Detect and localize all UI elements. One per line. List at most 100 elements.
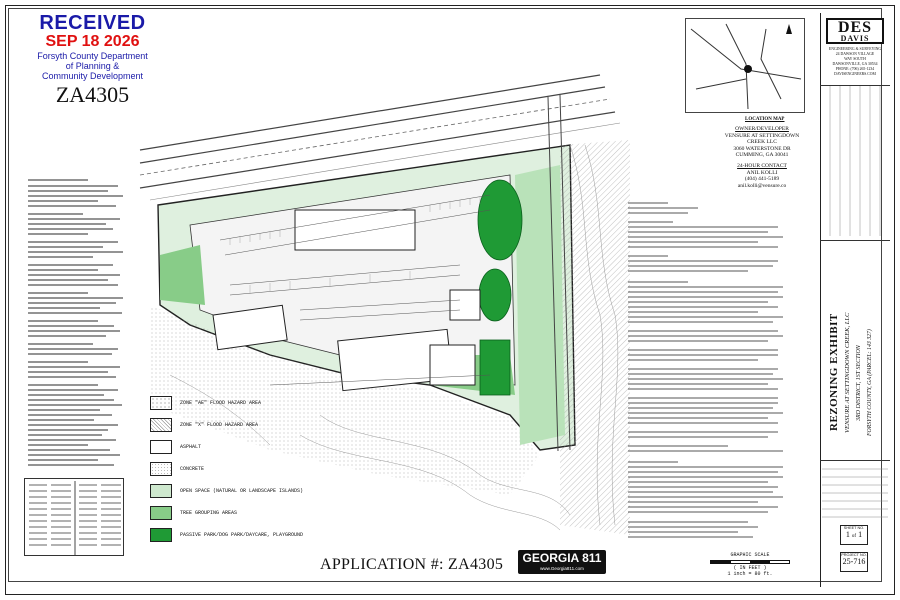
firm-address2: WAY SOUTH: [844, 57, 866, 61]
drawing-info-lines: [822, 468, 888, 518]
revision-table-lines: [829, 86, 881, 236]
legend-item-zone-ae: ZONE "AE" FLOOD HAZARD AREA: [150, 392, 310, 414]
firm-address: ENGINEERING & SURVEYING 24 DAWSON VILLAG…: [822, 47, 888, 77]
passive-park-middle: [478, 268, 512, 322]
passive-park-south: [479, 339, 511, 396]
building-a: [294, 209, 416, 251]
contact-block: 24-HOUR CONTACT ANIL KOLLI (404) 441-518…: [712, 163, 812, 189]
tree-grouping-west: [160, 245, 205, 305]
topo-contours: [169, 144, 619, 531]
flood-zone-x: [560, 140, 630, 535]
flood-zone-ae: [150, 305, 540, 495]
sheet-num: 1: [845, 530, 850, 539]
legend-label: ZONE "AE" FLOOD HAZARD AREA: [180, 400, 262, 406]
sheet-border: [8, 8, 882, 582]
sheet-title: REZONING EXHIBIT: [828, 313, 840, 431]
project-county: FORSYTH COUNTY, GA (PARCEL: 143 327): [867, 329, 873, 436]
location-map-svg: [690, 23, 802, 110]
building-b: [212, 304, 288, 351]
project-name: VENSURE AT SETTINGDOWN CREEK, LLC: [844, 312, 851, 433]
legend-item-concrete: CONCRETE: [150, 458, 310, 480]
stamp-case-number: ZA4305: [55, 82, 130, 107]
stamp-agency-line3: Community Development: [41, 71, 144, 81]
legend-swatch-asphalt: [150, 440, 172, 454]
legend-swatch-tree-grouping: [150, 506, 172, 520]
tree-grouping-east: [515, 165, 565, 445]
logo-des: DES: [837, 19, 873, 36]
application-number: APPLICATION #: ZA4305: [320, 556, 504, 573]
legend-item-zone-x: ZONE "X" FLOOD HAZARD AREA: [150, 414, 310, 436]
contact-email: anil.kolli@vensure.co: [737, 182, 787, 189]
owner-label: OWNER/DEVELOPER: [735, 126, 789, 132]
received-stamp: RECEIVED SEP 18 2026 Forsyth County Depa…: [30, 12, 155, 108]
site-data-text-lines: [628, 202, 783, 538]
contact-label: 24-HOUR CONTACT: [737, 163, 787, 169]
legend-item-open-space: OPEN SPACE (NATURAL OR LANDSCAPE ISLANDS…: [150, 480, 310, 502]
parking-notes: [28, 178, 138, 481]
scale-bar: [710, 560, 790, 564]
stamp-date: SEP 18 2026: [45, 33, 140, 50]
drawing-sheet: [5, 5, 895, 595]
logo-davis: DAVIS: [840, 34, 870, 43]
legend-label: CONCRETE: [180, 466, 205, 472]
georgia-811-name: GEORGIA 811: [522, 551, 602, 565]
map-legend: ZONE "AE" FLOOD HAZARD AREA ZONE "X" FLO…: [150, 392, 310, 546]
highway-road: [139, 74, 621, 201]
firm-phone: PHONE: (706) 265-1234: [835, 67, 875, 71]
legend-item-tree-grouping: TREE GROUPING AREAS: [150, 502, 310, 524]
project-number-box: PROJECT NO. 25-716: [840, 552, 868, 572]
legend-swatch-zone-x: [150, 418, 172, 432]
parking-stall-ticks: [229, 197, 481, 293]
sheet-number-box: SHEET NO. 1 of 1: [840, 525, 868, 545]
graphic-scale-units: ( IN FEET ): [733, 565, 767, 571]
legend-swatch-open-space: [150, 484, 172, 498]
legend-label: ZONE "X" FLOOD HAZARD AREA: [180, 422, 259, 428]
owner-name-line2: CREEK LLC: [747, 139, 777, 145]
revisions-cell: [820, 85, 890, 236]
access-road-edge: [547, 96, 559, 452]
legend-label: PASSIVE PARK/DOG PARK/DAYCARE, PLAYGROUN…: [180, 532, 304, 538]
georgia-811-url: www.Georgia811.com: [540, 566, 584, 571]
owner-address2: CUMMING, GA 30041: [735, 152, 789, 158]
sheet-of: of: [851, 534, 857, 539]
north-arrow-icon: [786, 24, 792, 34]
project-number-label: PROJECT NO.: [841, 553, 867, 557]
title-block: [820, 13, 890, 587]
graphic-scale-ratio: 1 inch = 80 ft.: [727, 571, 773, 577]
firm-web: DAVISENGINEERS.COM: [834, 72, 876, 76]
legend-swatch-concrete: [150, 462, 172, 476]
legend-label: OPEN SPACE (NATURAL OR LANDSCAPE ISLANDS…: [180, 488, 304, 494]
building-e: [429, 344, 476, 386]
passive-park-north: [477, 179, 523, 261]
firm-address3: DAWSONVILLE, GA 30534: [832, 62, 878, 66]
legend-label: ASPHALT: [180, 444, 202, 450]
building-d: [449, 289, 481, 321]
project-district: 3RD DISTRICT, 1ST SECTION: [856, 345, 862, 421]
firm-tagline: ENGINEERING & SURVEYING: [828, 47, 882, 51]
legend-item-passive-park: PASSIVE PARK/DOG PARK/DAYCARE, PLAYGROUN…: [150, 524, 310, 546]
project-number: 25-716: [842, 557, 866, 566]
legend-swatch-zone-ae: [150, 396, 172, 410]
legend-swatch-passive-park: [150, 528, 172, 542]
owner-address1: 3060 WATERSTONE DR: [733, 145, 791, 152]
owner-name: VENSURE AT SETTINGDOWN: [724, 132, 800, 139]
firm-address1: 24 DAWSON VILLAGE: [835, 52, 875, 56]
owner-developer-block: OWNER/DEVELOPER VENSURE AT SETTINGDOWN C…: [712, 126, 812, 159]
symbols-legend-table: [24, 478, 124, 556]
sheet-number-label: SHEET NO.: [843, 526, 865, 530]
symbols-table-lines: [29, 481, 121, 555]
sheet-number: 1 of 1: [841, 530, 867, 539]
notes-text-lines: [28, 179, 123, 466]
legend-label: TREE GROUPING AREAS: [180, 510, 238, 516]
site-location-marker: [744, 65, 752, 73]
site-plan-svg: [139, 74, 630, 535]
parking-rows: [219, 194, 491, 386]
contact-name: ANIL KOLLI: [746, 169, 778, 176]
sheet-title-cell: REZONING EXHIBIT VENSURE AT SETTINGDOWN …: [820, 240, 890, 440]
location-map: [685, 18, 805, 113]
graphic-scale-label: GRAPHIC SCALE: [730, 552, 770, 558]
stamp-status: RECEIVED: [39, 12, 146, 34]
stamp-agency-line2: of Planning &: [65, 61, 120, 71]
stamp-agency-line1: Forsyth County Department: [37, 51, 148, 61]
sheet-total: 1: [858, 530, 863, 539]
